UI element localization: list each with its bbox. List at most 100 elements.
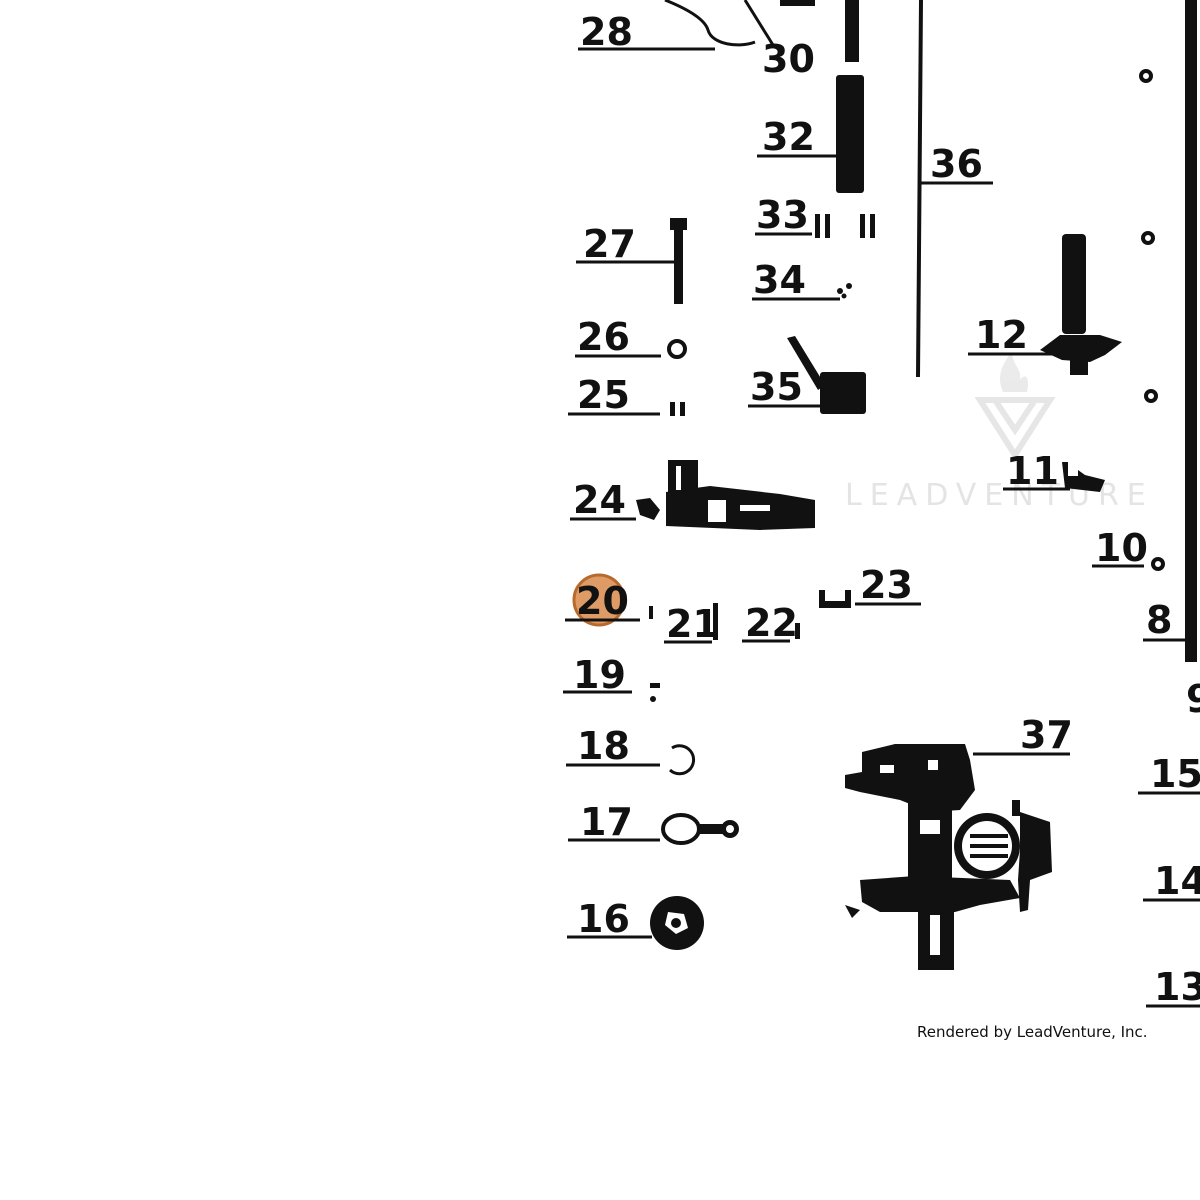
- watermark-text: LEADVENTURE: [845, 478, 1154, 513]
- part-33-spacer-icon: [860, 214, 865, 238]
- frame-hole: [1139, 69, 1153, 83]
- part-24-detail-icon: [740, 505, 770, 511]
- callout-16[interactable]: 16: [567, 897, 652, 941]
- callout-17[interactable]: 17: [568, 800, 660, 844]
- part-24-detail-icon: [708, 500, 726, 522]
- part-33-spacer-icon: [870, 214, 875, 238]
- part-24-tab-icon: [636, 498, 660, 520]
- watermark-flame-icon: [1000, 352, 1029, 392]
- part-24-detail-icon: [676, 466, 681, 490]
- callout-35[interactable]: 35: [748, 365, 830, 409]
- callout-23[interactable]: 23: [855, 563, 921, 607]
- callout-label: 13: [1154, 965, 1200, 1009]
- callout-21[interactable]: 21: [664, 602, 719, 646]
- callout-label: 15: [1150, 752, 1200, 796]
- part-12-flange-icon: [1040, 335, 1122, 362]
- callout-30[interactable]: 30: [743, 0, 815, 81]
- callout-label: 30: [762, 37, 815, 81]
- callout-label: 16: [577, 897, 630, 941]
- callout-12[interactable]: 12: [968, 313, 1060, 357]
- callout-24[interactable]: 24: [570, 478, 636, 522]
- callout-34[interactable]: 34: [752, 258, 840, 302]
- callout-label: 34: [753, 258, 806, 302]
- part-19-ball-icon: [650, 696, 656, 702]
- part-10-ball-icon: [1151, 557, 1165, 571]
- callout-label: 35: [750, 365, 803, 409]
- callout-28[interactable]: 28: [578, 10, 715, 54]
- part-21-pin-icon: [713, 603, 718, 640]
- part-11-clip-icon: [1062, 462, 1105, 492]
- frame-hole: [1141, 231, 1155, 245]
- callout-label: 26: [577, 315, 630, 359]
- callout-label: 32: [762, 115, 815, 159]
- callout-label: 12: [975, 313, 1028, 357]
- callout-20[interactable]: 20: [565, 573, 640, 627]
- callout-15[interactable]: 15: [1138, 752, 1200, 796]
- part-18-snap-ring-icon: [668, 744, 696, 776]
- callout-label: 9: [1186, 677, 1200, 721]
- part-37-carburetor-icon: [845, 744, 1052, 970]
- callout-label: 37: [1020, 713, 1073, 757]
- leader-line: [743, 0, 775, 46]
- callout-25[interactable]: 25: [568, 373, 660, 417]
- part-28-hose-icon: [664, 0, 756, 47]
- part-25-pin-icon: [670, 402, 675, 416]
- callout-32[interactable]: 32: [757, 115, 840, 159]
- callout-label: 23: [860, 563, 913, 607]
- callout-label: 14: [1154, 859, 1200, 903]
- callout-37[interactable]: 37: [973, 713, 1073, 757]
- callout-label: 33: [756, 193, 809, 237]
- watermark-logo-icon: [974, 397, 1056, 461]
- callout-36[interactable]: 36: [920, 142, 993, 186]
- part-12-stem-icon: [1070, 355, 1088, 375]
- watermark: LEADVENTURE: [845, 352, 1154, 513]
- callout-label: 36: [930, 142, 983, 186]
- callout-18[interactable]: 18: [566, 724, 660, 768]
- callout-label: 21: [666, 602, 719, 646]
- part-tube-top-icon: [845, 0, 859, 62]
- part-33-spacer-icon: [825, 214, 830, 238]
- part-27-bolt-icon: [674, 218, 683, 304]
- callout-label: 17: [580, 800, 633, 844]
- part-32-sleeve-icon: [836, 75, 864, 193]
- part-34-ball-icon: [846, 283, 852, 289]
- frame-hole: [1144, 389, 1158, 403]
- callout-label: 28: [580, 10, 633, 54]
- callout-label: 18: [577, 724, 630, 768]
- part-30-clip-icon: [780, 0, 815, 6]
- part-12-shaft-icon: [1062, 234, 1086, 334]
- callout-22[interactable]: 22: [742, 601, 798, 645]
- callout-label: 22: [745, 601, 798, 645]
- callout-11[interactable]: 11: [1003, 449, 1070, 493]
- part-17-link-icon: [661, 813, 739, 845]
- part-26-washer-icon: [667, 339, 687, 359]
- frame-bar: [1185, 0, 1197, 662]
- callout-10[interactable]: 10: [1092, 526, 1148, 570]
- part-22-pin-icon: [795, 623, 800, 639]
- part-34-ball-icon: [837, 288, 843, 294]
- callout-19[interactable]: 19: [563, 653, 632, 697]
- callout-label: 27: [583, 222, 636, 266]
- callout-14[interactable]: 14: [1143, 859, 1200, 903]
- callout-label: 8: [1146, 598, 1172, 642]
- part-23-clip-icon: [819, 590, 851, 608]
- part-20-pin-icon: [649, 606, 653, 619]
- callout-13[interactable]: 13: [1146, 965, 1200, 1009]
- part-35-lever-icon: [787, 336, 825, 390]
- callout-33[interactable]: 33: [755, 193, 812, 237]
- part-34-ball-icon: [841, 293, 847, 299]
- callout-highlight: [572, 573, 626, 627]
- part-36-rod-icon: [916, 0, 923, 378]
- credit-text: Rendered by LeadVenture, Inc.: [917, 1023, 1148, 1041]
- callout-9[interactable]: 9: [1186, 677, 1200, 721]
- callout-27[interactable]: 27: [576, 222, 675, 266]
- callout-label: 24: [573, 478, 626, 522]
- part-25-pin-icon: [680, 402, 685, 416]
- part-24-upright-icon: [668, 460, 698, 510]
- callout-label: 25: [577, 373, 630, 417]
- callout-8[interactable]: 8: [1143, 598, 1190, 642]
- callout-26[interactable]: 26: [575, 315, 661, 359]
- part-33-spacer-icon: [815, 214, 820, 238]
- callout-label: 19: [573, 653, 626, 697]
